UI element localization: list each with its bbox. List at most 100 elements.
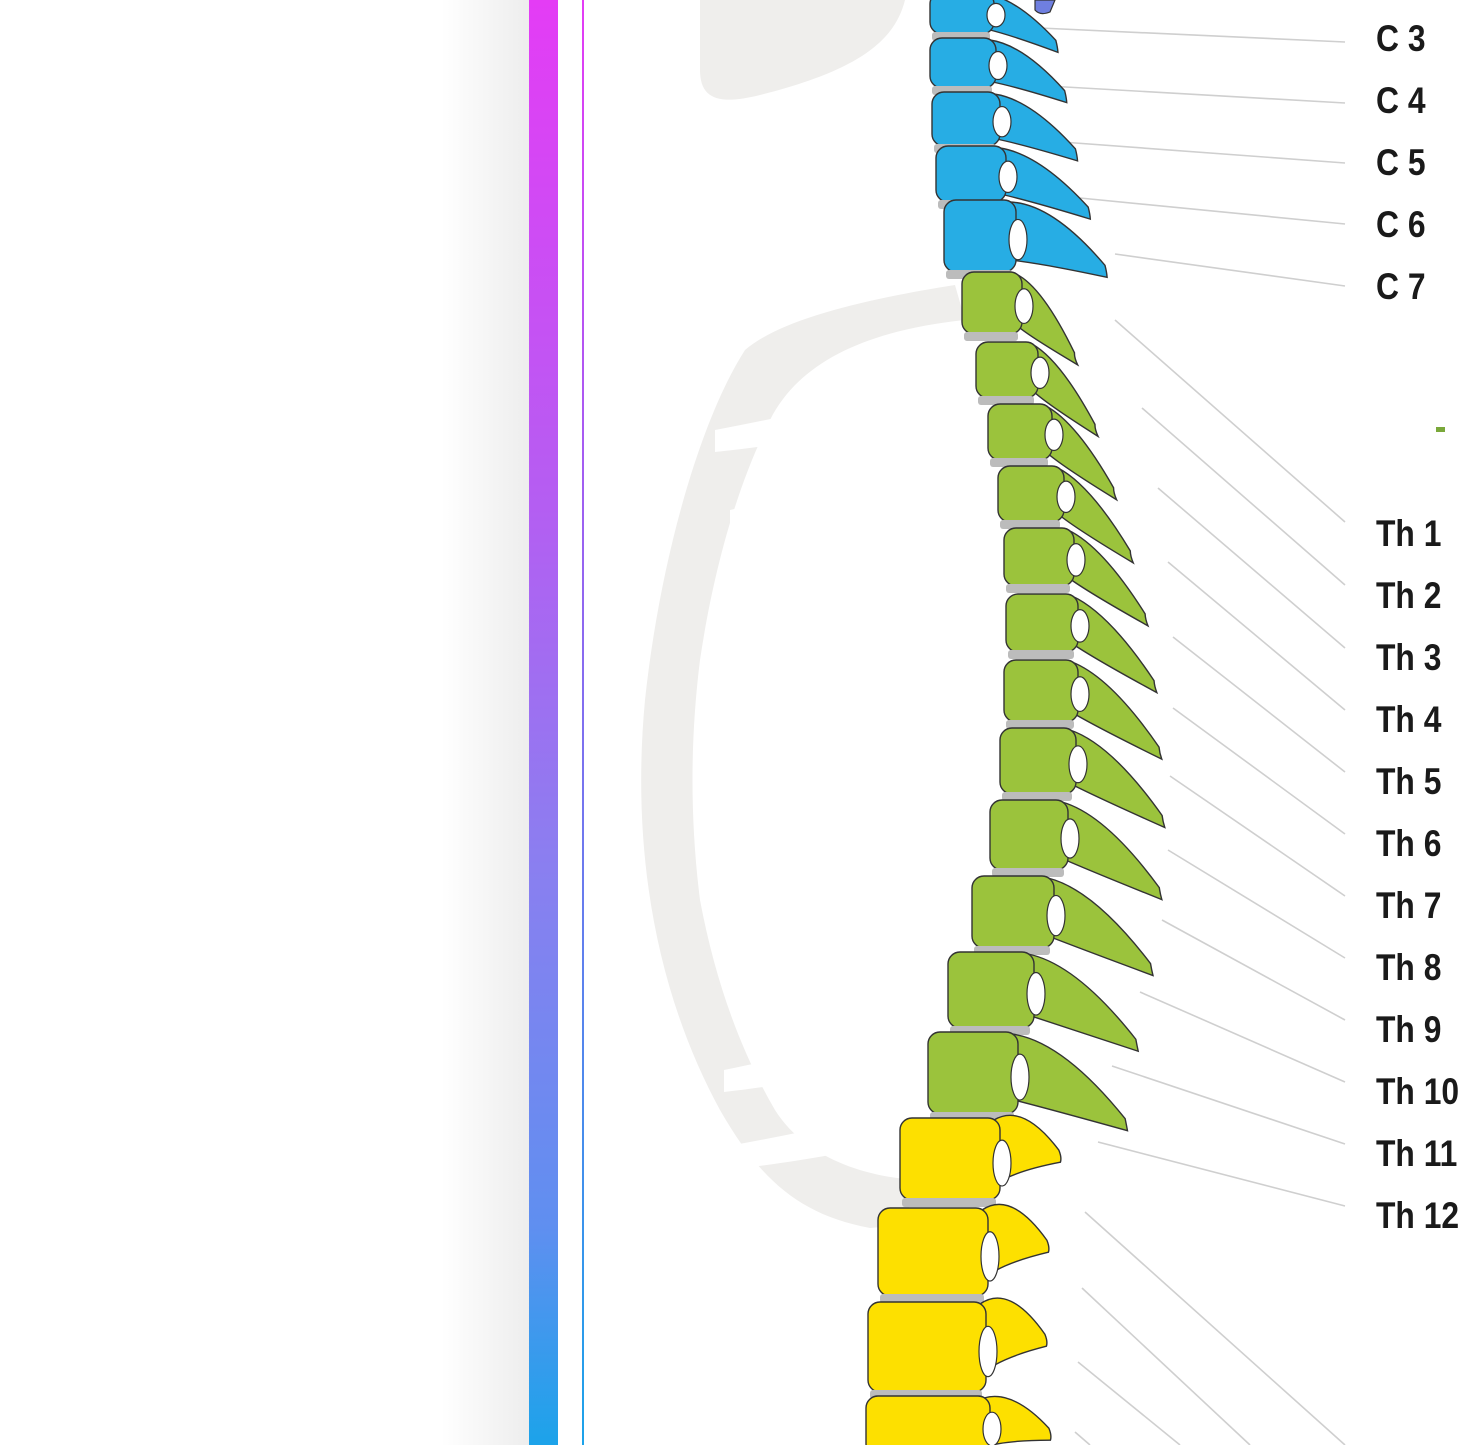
thoracic-vertebra xyxy=(975,341,1100,439)
intervertebral-disc xyxy=(992,868,1064,877)
leader-line xyxy=(1039,27,1346,43)
label-c7: C 7 xyxy=(1376,266,1426,307)
leader-line xyxy=(1084,1211,1346,1445)
label-th8: Th 8 xyxy=(1376,947,1442,988)
thoracic-vertebra xyxy=(947,951,1140,1053)
page-edge-shadow xyxy=(440,0,530,1445)
rib-gap xyxy=(760,695,977,772)
vertebra-body xyxy=(987,403,1053,461)
intervertebral-disc xyxy=(902,1198,996,1207)
thoracic-vertebra xyxy=(971,875,1155,977)
intervertebral-disc xyxy=(1006,584,1070,593)
vertebra-process xyxy=(1009,201,1108,279)
thoracic-section-marker xyxy=(1436,427,1445,432)
lumbar-vertebra xyxy=(899,1114,1062,1207)
label-th7: Th 7 xyxy=(1376,885,1442,926)
cervical-vertebra xyxy=(943,199,1108,279)
vertebra-body xyxy=(1003,527,1075,587)
intervertebral-disc xyxy=(1008,650,1074,659)
vertebral-foramen xyxy=(1030,356,1050,390)
vertebral-foramen xyxy=(978,1325,998,1378)
label-th12: Th 12 xyxy=(1376,1195,1459,1236)
vertebra-process xyxy=(1071,660,1163,761)
intervertebral-disc xyxy=(1000,520,1060,529)
gradient-side-bar xyxy=(529,0,558,1445)
vertebral-foramen xyxy=(980,1231,1000,1282)
vertebra-body xyxy=(927,1031,1019,1115)
leader-line xyxy=(1061,141,1346,164)
vertebra-body xyxy=(989,799,1069,871)
vertebral-column xyxy=(865,0,1166,1445)
vertebral-foramen xyxy=(1046,894,1066,937)
vertebra-body xyxy=(971,875,1055,949)
thoracic-vertebra xyxy=(961,271,1080,367)
intervertebral-disc xyxy=(1002,792,1072,801)
intervertebral-disc xyxy=(1006,720,1074,729)
vertebra-body xyxy=(961,271,1023,335)
vertebral-foramen xyxy=(1070,676,1090,713)
vertebra-body xyxy=(931,91,1001,147)
rib-gap xyxy=(715,375,985,452)
ribcage-outline xyxy=(641,285,965,1228)
label-th1: Th 1 xyxy=(1376,513,1442,554)
vertebral-foramen xyxy=(992,105,1012,138)
vertebra-process xyxy=(987,0,1059,54)
vertebral-foramen xyxy=(1044,418,1064,452)
leader-line xyxy=(1097,1141,1346,1207)
vertebral-foramen xyxy=(988,50,1008,81)
vertebra-process xyxy=(1057,466,1135,565)
leader-line xyxy=(1167,561,1346,711)
label-c3: C 3 xyxy=(1376,18,1426,59)
vertebral-foramen xyxy=(992,1139,1012,1187)
leader-lines xyxy=(1039,27,1346,1445)
vertebral-foramen xyxy=(986,2,1006,28)
vertebral-foramen xyxy=(1056,480,1076,514)
intervertebral-disc xyxy=(964,332,1018,341)
label-c6: C 6 xyxy=(1376,204,1426,245)
dashed-guide-line xyxy=(582,0,584,1445)
vertebral-foramen xyxy=(1010,1053,1030,1101)
thoracic-vertebra xyxy=(927,1031,1129,1132)
vertebra-process xyxy=(1061,801,1163,901)
vertebra-process xyxy=(989,39,1068,104)
label-th3: Th 3 xyxy=(1376,637,1442,678)
vertebra-process xyxy=(999,147,1092,221)
vertebra-body xyxy=(997,465,1065,523)
shoulder-blade-shape xyxy=(700,0,905,100)
label-th2: Th 2 xyxy=(1376,575,1442,616)
leader-line xyxy=(1077,1361,1181,1445)
rib-gap xyxy=(760,775,975,852)
thoracic-vertebra xyxy=(999,727,1166,829)
label-th9: Th 9 xyxy=(1376,1009,1442,1050)
vertebral-foramen xyxy=(1070,609,1090,643)
vertebra-body xyxy=(935,145,1007,203)
leader-line xyxy=(1172,707,1346,835)
rib-gap xyxy=(760,615,979,692)
thoracic-vertebra xyxy=(997,465,1135,565)
leader-line xyxy=(1161,919,1346,1021)
vertebra-body xyxy=(947,951,1035,1029)
vertebra-body xyxy=(929,0,995,35)
c2-fragment xyxy=(1034,0,1056,15)
label-th6: Th 6 xyxy=(1376,823,1442,864)
vertebra-process xyxy=(1027,953,1140,1053)
vertebra-process xyxy=(993,93,1079,162)
vertebra-body xyxy=(975,341,1039,399)
leader-line xyxy=(1111,1065,1346,1145)
rib-gap xyxy=(706,1095,967,1172)
leader-line xyxy=(1167,849,1346,959)
vertebra-body xyxy=(877,1207,989,1297)
leader-line xyxy=(1081,1287,1251,1445)
vertebra-process xyxy=(1067,528,1150,628)
vertebra-body xyxy=(929,37,997,89)
vertebra-process xyxy=(1069,729,1166,829)
leader-line xyxy=(1141,407,1346,586)
cervical-vertebra xyxy=(929,0,1059,54)
rib-gap xyxy=(760,855,973,932)
label-th11: Th 11 xyxy=(1376,1133,1458,1174)
intervertebral-disc xyxy=(990,458,1048,467)
vertebral-foramen xyxy=(1068,745,1088,784)
vertebral-foramen xyxy=(1066,543,1086,577)
vertebra-body xyxy=(999,727,1077,795)
